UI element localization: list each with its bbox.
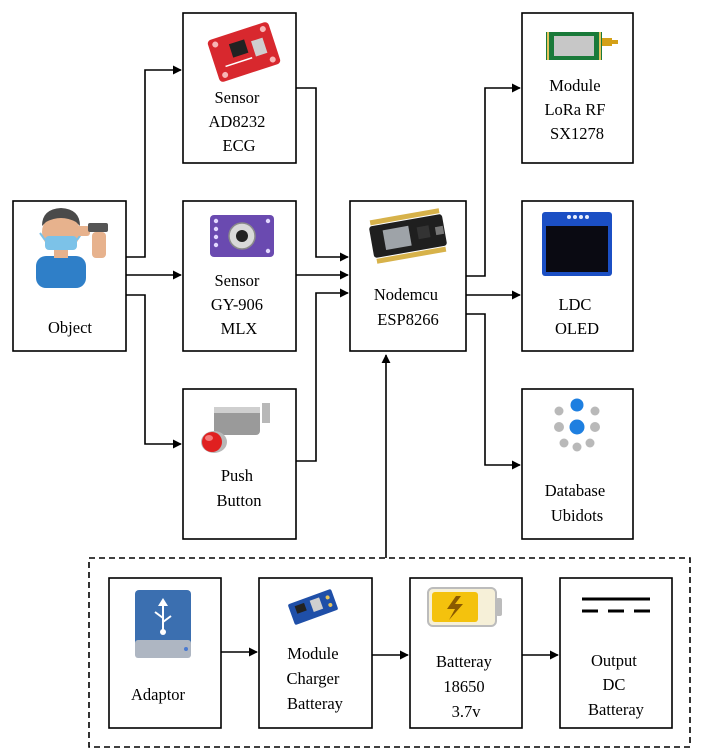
output-label: Output DC Batteray xyxy=(588,651,645,719)
database-box xyxy=(521,388,634,540)
sensor-ecg-label-line: AD8232 xyxy=(209,112,266,131)
output-label-line: DC xyxy=(602,675,625,694)
oled-label: LDC OLED xyxy=(555,295,599,338)
arrow-ecg-to-nodemcu xyxy=(296,87,349,262)
nodemcu-label-line: Nodemcu xyxy=(374,285,438,304)
lora-label: Module LoRa RF SX1278 xyxy=(544,76,609,143)
sensor-ecg-box xyxy=(182,12,297,164)
battery-label-line: Batteray xyxy=(436,652,493,671)
person-temperature-check-icon xyxy=(36,208,108,288)
nodemcu-label: Nodemcu ESP8266 xyxy=(374,285,442,329)
database-label-line: Ubidots xyxy=(551,506,603,525)
battery-label-line: 18650 xyxy=(443,677,484,696)
oled-label-line: LDC xyxy=(558,295,591,314)
push-button-label: Push Button xyxy=(217,466,262,510)
oled-display-icon xyxy=(542,212,612,276)
sensor-mlx-label: Sensor GY-906 MLX xyxy=(211,271,267,338)
push-button-label-line: Button xyxy=(217,491,262,510)
arrow-object-to-button xyxy=(126,294,182,449)
arrow-object-to-ecg xyxy=(126,65,182,258)
adaptor-label-line: Adaptor xyxy=(131,685,186,704)
database-label-line: Database xyxy=(545,481,605,500)
connectors xyxy=(126,65,559,660)
object-label: Object xyxy=(48,318,92,337)
adaptor-label: Adaptor xyxy=(131,685,186,704)
ecg-sensor-board-icon xyxy=(207,22,281,82)
charger-label: Module Charger Batteray xyxy=(287,644,344,713)
sensor-ecg-label-line: Sensor xyxy=(214,88,259,107)
sensor-mlx-label-line: MLX xyxy=(221,319,258,338)
charger-label-line: Charger xyxy=(287,669,340,688)
nodemcu-label-line: ESP8266 xyxy=(377,310,438,329)
lora-label-line: Module xyxy=(549,76,600,95)
sensor-ecg-label-line: ECG xyxy=(223,136,256,155)
ubidots-logo-icon xyxy=(554,398,600,452)
arrow-button-to-nodemcu xyxy=(296,288,349,462)
lora-label-line: LoRa RF xyxy=(544,100,605,119)
battery-label: Batteray 18650 3.7v xyxy=(436,652,496,721)
charger-label-line: Module xyxy=(287,644,338,663)
output-label-line: Output xyxy=(591,651,637,670)
object-label-line: Object xyxy=(48,318,92,337)
oled-label-line: OLED xyxy=(555,319,599,338)
power-supply-group xyxy=(88,557,691,748)
lora-module-icon xyxy=(546,32,618,60)
lora-label-line: SX1278 xyxy=(550,124,604,143)
output-box xyxy=(559,577,673,729)
battery-label-line: 3.7v xyxy=(452,702,482,721)
charging-battery-icon xyxy=(427,587,502,627)
sensor-mlx-label-line: GY-906 xyxy=(211,295,263,314)
usb-drive-icon xyxy=(135,590,191,658)
database-label: Database Ubidots xyxy=(545,481,610,525)
push-button-icon xyxy=(201,403,270,453)
arrow-nodemcu-to-lora xyxy=(466,83,521,277)
arrow-nodemcu-to-database xyxy=(466,313,521,470)
dc-symbol-icon xyxy=(582,597,650,613)
output-label-line: Batteray xyxy=(588,700,645,719)
charger-label-line: Batteray xyxy=(287,694,344,713)
nodemcu-board-icon xyxy=(369,208,447,264)
infrared-sensor-board-icon xyxy=(210,215,274,257)
sensor-mlx-label-line: Sensor xyxy=(214,271,259,290)
push-button-label-line: Push xyxy=(221,466,254,485)
sensor-ecg-label: Sensor AD8232 ECG xyxy=(209,88,270,155)
charger-module-icon xyxy=(288,589,338,625)
